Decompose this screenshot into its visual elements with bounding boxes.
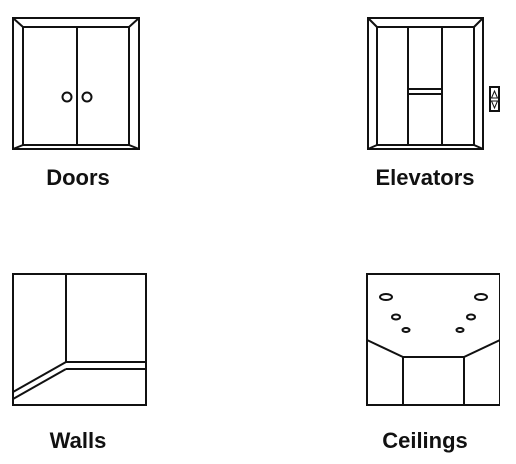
- elevators-label: Elevators: [375, 165, 475, 190]
- doors-tile[interactable]: Doors: [3, 10, 153, 195]
- walls-tile[interactable]: Walls: [3, 265, 153, 460]
- double-door-icon: [12, 17, 140, 150]
- wall-corner-icon: [12, 273, 147, 406]
- walls-label: Walls: [49, 428, 107, 453]
- doors-label: Doors: [46, 165, 110, 190]
- elevator-icon: [367, 17, 500, 150]
- ceilings-label: Ceilings: [382, 428, 468, 453]
- ceilings-tile[interactable]: Ceilings: [350, 265, 500, 460]
- elevators-tile[interactable]: Elevators: [350, 10, 500, 195]
- ceiling-icon: [366, 273, 500, 406]
